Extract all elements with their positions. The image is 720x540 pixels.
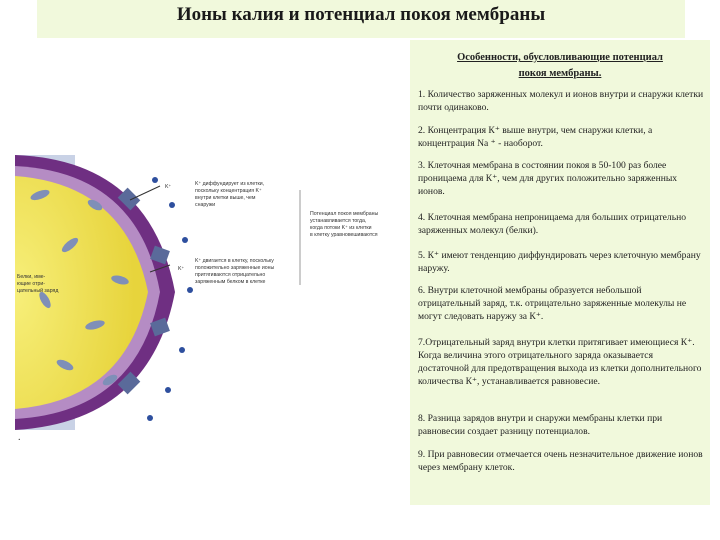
cytoplasm <box>15 176 148 409</box>
list-item: 3. Клеточная мембрана в состоянии покоя … <box>418 160 678 197</box>
cell-membrane-illustration: K⁺ K⁺ K⁺ диффундирует из клетки, посколь… <box>15 155 380 430</box>
features-panel: Особенности, обусловливающие потенциал п… <box>410 40 710 505</box>
page-title: Ионы калия и потенциал покоя мембраны <box>176 4 546 25</box>
label-k-plus: K⁺ <box>178 266 184 272</box>
list-item: 7.Отрицательный заряд внутри клетки прит… <box>418 337 702 387</box>
label-diffuse: K⁺ диффундирует из клетки, поскольку кон… <box>195 181 266 208</box>
panel-heading-line1: Особенности, обусловливающие потенциал <box>457 52 663 63</box>
label-equilibrium: Потенциал покоя мембраны устанавливается… <box>310 211 380 238</box>
stray-dot: . <box>18 432 21 443</box>
ion-channels <box>117 187 170 395</box>
list-item: 6. Внутри клеточной мембраны образуется … <box>418 285 687 322</box>
protein-molecules <box>30 189 129 386</box>
list-item: 2. Концентрация К⁺ выше внутри, чем снар… <box>418 125 653 149</box>
label-k-plus: K⁺ <box>165 184 171 190</box>
label-protein: Белки, име- ющие отри- цательный заряд <box>17 274 58 294</box>
panel-heading: Особенности, обусловливающие потенциал п… <box>410 50 710 82</box>
list-item: 9. При равновесии отмечается очень незна… <box>418 449 703 473</box>
list-item: 4. Клеточная мембрана непроницаема для б… <box>418 212 687 236</box>
arrow-out <box>129 185 161 201</box>
list-item: 8. Разница зарядов внутри и снаружи мемб… <box>418 413 663 437</box>
potassium-ions <box>147 177 193 421</box>
list-item: 5. К⁺ имеют тенденцию диффундировать чер… <box>418 250 701 274</box>
title-bar: Ионы калия и потенциал покоя мембраны <box>37 0 685 38</box>
list-item: 1. Количество заряженных молекул и ионов… <box>418 89 704 113</box>
arrow-in <box>149 264 171 273</box>
label-enter: K⁺ двигается в клетку, поскольку положит… <box>195 258 276 285</box>
panel-heading-line2: покоя мембраны. <box>518 68 602 79</box>
